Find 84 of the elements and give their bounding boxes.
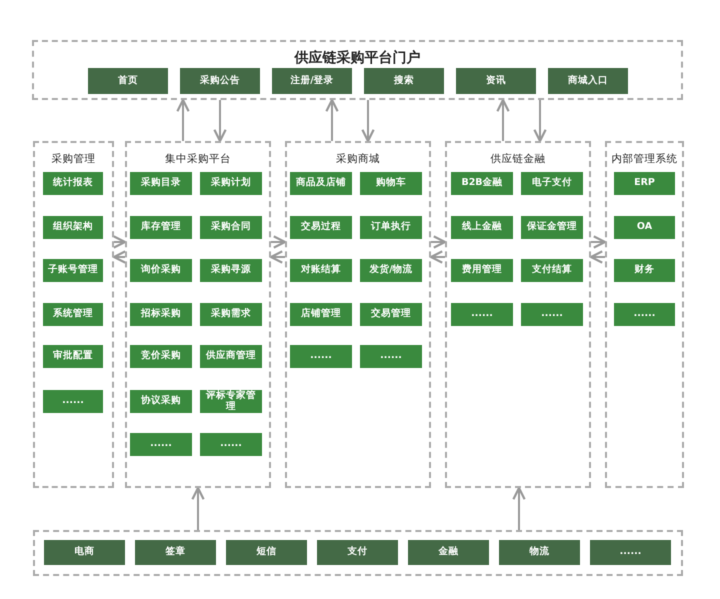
dashed-panel (285, 141, 431, 488)
panel-title: 采购商城 (336, 152, 380, 166)
arrow (361, 100, 375, 142)
module-box: 采购需求 (200, 303, 262, 326)
module-box: 注册/登录 (272, 68, 352, 94)
arrow (533, 100, 547, 142)
module-box: 签章 (135, 540, 216, 565)
dashed-panel (125, 141, 271, 488)
module-box: ...... (43, 390, 103, 413)
module-box: 交易过程 (290, 216, 352, 239)
dashed-panel (33, 530, 683, 576)
module-box: 财务 (614, 259, 675, 282)
arrow (112, 235, 126, 249)
module-box: 商品及店铺 (290, 172, 352, 195)
module-box: 保证金管理 (521, 216, 583, 239)
module-box: 短信 (226, 540, 307, 565)
module-box: 采购寻源 (200, 259, 262, 282)
module-box: 审批配置 (43, 345, 103, 368)
module-box: 竞价采购 (130, 345, 192, 368)
module-box: 金融 (408, 540, 489, 565)
arrow (271, 235, 286, 249)
module-box: 询价采购 (130, 259, 192, 282)
panel-title: 供应链金融 (490, 152, 546, 166)
panel-title: 集中采购平台 (165, 152, 231, 166)
module-box: 搜索 (364, 68, 444, 94)
module-box: ...... (290, 345, 352, 368)
module-box: 店铺管理 (290, 303, 352, 326)
module-box: 采购计划 (200, 172, 262, 195)
module-box: 发货/物流 (360, 259, 422, 282)
arrow (430, 250, 445, 264)
module-box: 交易管理 (360, 303, 422, 326)
arrow (270, 250, 285, 264)
module-box: 评标专家管理 (200, 390, 262, 413)
module-box: 订单执行 (360, 216, 422, 239)
dashed-panel (33, 141, 114, 488)
module-box: 费用管理 (451, 259, 513, 282)
module-box: ...... (521, 303, 583, 326)
module-box: ...... (451, 303, 513, 326)
arrow (325, 98, 339, 141)
panel-title: 供应链采购平台门户 (294, 49, 420, 67)
module-box: ...... (590, 540, 671, 565)
module-box: ERP (614, 172, 675, 195)
module-box: 首页 (88, 68, 168, 94)
module-box: ...... (614, 303, 675, 326)
module-box: ...... (130, 433, 192, 456)
module-box: 电商 (44, 540, 125, 565)
module-box: 子账号管理 (43, 259, 103, 282)
module-box: 协议采购 (130, 390, 192, 413)
panel-title: 采购管理 (52, 152, 96, 166)
arrow (496, 98, 510, 141)
module-box: 商城入口 (548, 68, 628, 94)
module-box: B2B金融 (451, 172, 513, 195)
arrow (591, 235, 606, 249)
panel-title: 内部管理系统 (612, 152, 678, 166)
dashed-panel (445, 141, 591, 488)
module-box: 物流 (499, 540, 580, 565)
arrow (176, 98, 190, 141)
module-box: 支付 (317, 540, 398, 565)
module-box: 支付结算 (521, 259, 583, 282)
module-box: ...... (360, 345, 422, 368)
arrow (191, 486, 205, 530)
module-box: 系统管理 (43, 303, 103, 326)
module-box: 统计报表 (43, 172, 103, 195)
arrow (512, 486, 526, 530)
module-box: 对账结算 (290, 259, 352, 282)
module-box: 购物车 (360, 172, 422, 195)
module-box: 采购合同 (200, 216, 262, 239)
module-box: 组织架构 (43, 216, 103, 239)
dashed-panel (32, 40, 683, 100)
module-box: 线上金融 (451, 216, 513, 239)
module-box: 招标采购 (130, 303, 192, 326)
module-box: 库存管理 (130, 216, 192, 239)
arrow (590, 250, 605, 264)
module-box: 采购目录 (130, 172, 192, 195)
module-box: 采购公告 (180, 68, 260, 94)
arrow (431, 235, 446, 249)
module-box: 供应商管理 (200, 345, 262, 368)
module-box: 电子支付 (521, 172, 583, 195)
module-box: OA (614, 216, 675, 239)
module-box: ...... (200, 433, 262, 456)
module-box: 资讯 (456, 68, 536, 94)
arrow (213, 100, 227, 142)
dashed-panel (605, 141, 684, 488)
arrow (112, 250, 126, 264)
